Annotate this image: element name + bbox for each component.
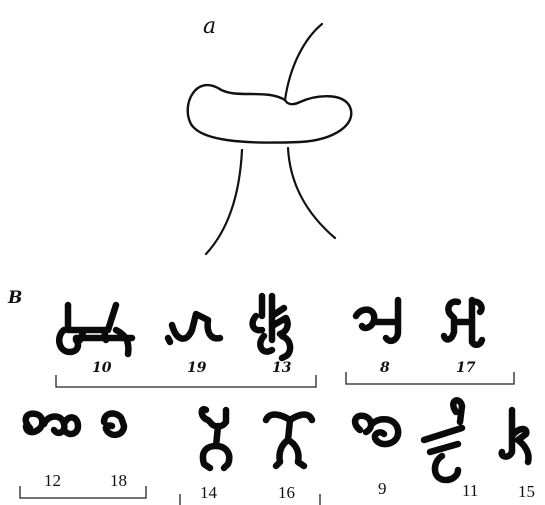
glyph-13 (249, 292, 294, 362)
glyph-10 (55, 301, 136, 358)
number-8: 8 (380, 360, 390, 376)
number-19: 19 (187, 360, 207, 376)
bracket-group-4 (179, 494, 321, 505)
number-17: 17 (456, 360, 476, 376)
sketch-hook-stroke (283, 22, 324, 102)
number-18: 18 (110, 471, 127, 490)
panel-a-label: a (203, 14, 216, 39)
panel-a-sketch (186, 22, 353, 256)
glyph-11 (420, 397, 466, 484)
glyph-9 (351, 412, 402, 448)
bracket-group-1 (55, 375, 317, 388)
number-13: 13 (272, 360, 292, 376)
glyph-15 (498, 406, 532, 466)
glyph-16 (262, 411, 316, 470)
number-16: 16 (278, 483, 295, 502)
glyph-19 (164, 310, 224, 346)
number-10: 10 (92, 360, 112, 376)
glyph-group-3 (22, 410, 128, 439)
glyph-18 (100, 410, 128, 439)
number-9: 9 (378, 479, 387, 498)
sketch-left-leg (204, 148, 244, 256)
sketch-right-leg (286, 146, 337, 240)
glyph-12 (22, 410, 82, 438)
sketch-loop-stroke (186, 84, 353, 144)
glyph-group-2 (352, 296, 486, 348)
number-12: 12 (44, 471, 61, 490)
number-14: 14 (200, 483, 218, 502)
glyph-group-1 (55, 292, 294, 362)
glyph-8 (352, 296, 402, 345)
number-11: 11 (462, 481, 478, 500)
glyph-17 (440, 296, 486, 348)
glyph-group-4 (198, 405, 316, 472)
glyph-group-5 (351, 397, 532, 484)
number-15: 15 (518, 482, 535, 501)
bracket-group-3 (19, 486, 147, 499)
glyph-14 (198, 405, 233, 472)
bracket-group-2 (345, 372, 515, 385)
panel-b-label: B (7, 288, 22, 308)
